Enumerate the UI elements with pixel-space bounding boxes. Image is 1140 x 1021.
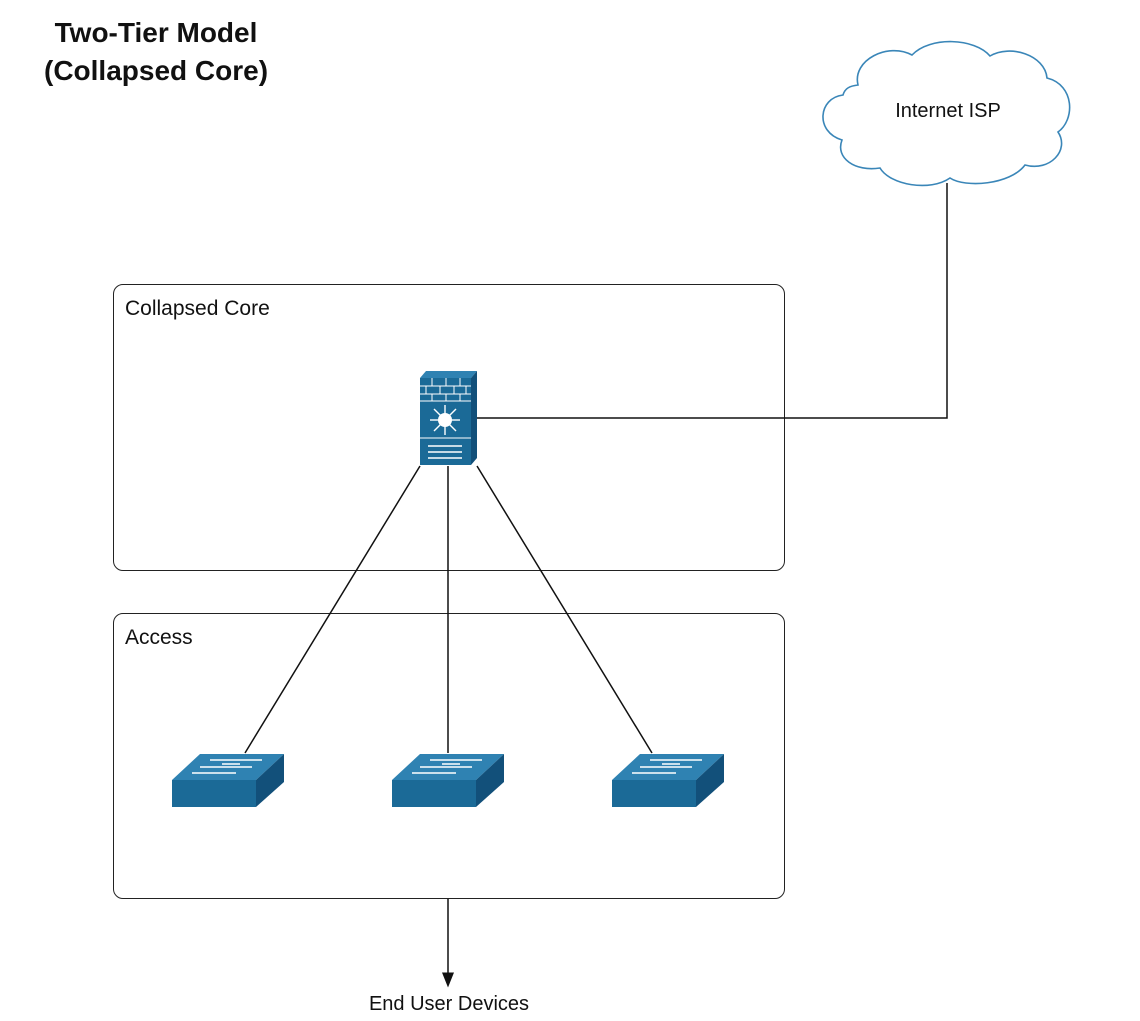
access-switch-right[interactable] xyxy=(612,754,724,807)
collapsed-core-label: Collapsed Core xyxy=(125,297,270,320)
access-switch-left[interactable] xyxy=(172,754,284,807)
title-line-1: Two-Tier Model xyxy=(54,17,258,48)
collapsed-core-zone xyxy=(113,284,785,571)
internet-isp-label: Internet ISP xyxy=(895,100,1001,122)
layer3-firewall-switch-icon xyxy=(420,371,477,465)
title-line-2: (Collapsed Core) xyxy=(44,55,269,86)
access-zone xyxy=(113,613,785,899)
link-core-to-isp xyxy=(477,183,948,419)
access-switch-center[interactable] xyxy=(392,754,504,807)
end-user-devices-label: End User Devices xyxy=(368,993,530,1015)
link-core-to-access-right xyxy=(476,465,653,754)
cloud-icon xyxy=(822,40,1071,187)
access-label: Access xyxy=(125,626,193,649)
link-core-to-access-left xyxy=(244,465,421,754)
diagram-title: Two-Tier Model (Collapsed Core) xyxy=(44,14,268,90)
